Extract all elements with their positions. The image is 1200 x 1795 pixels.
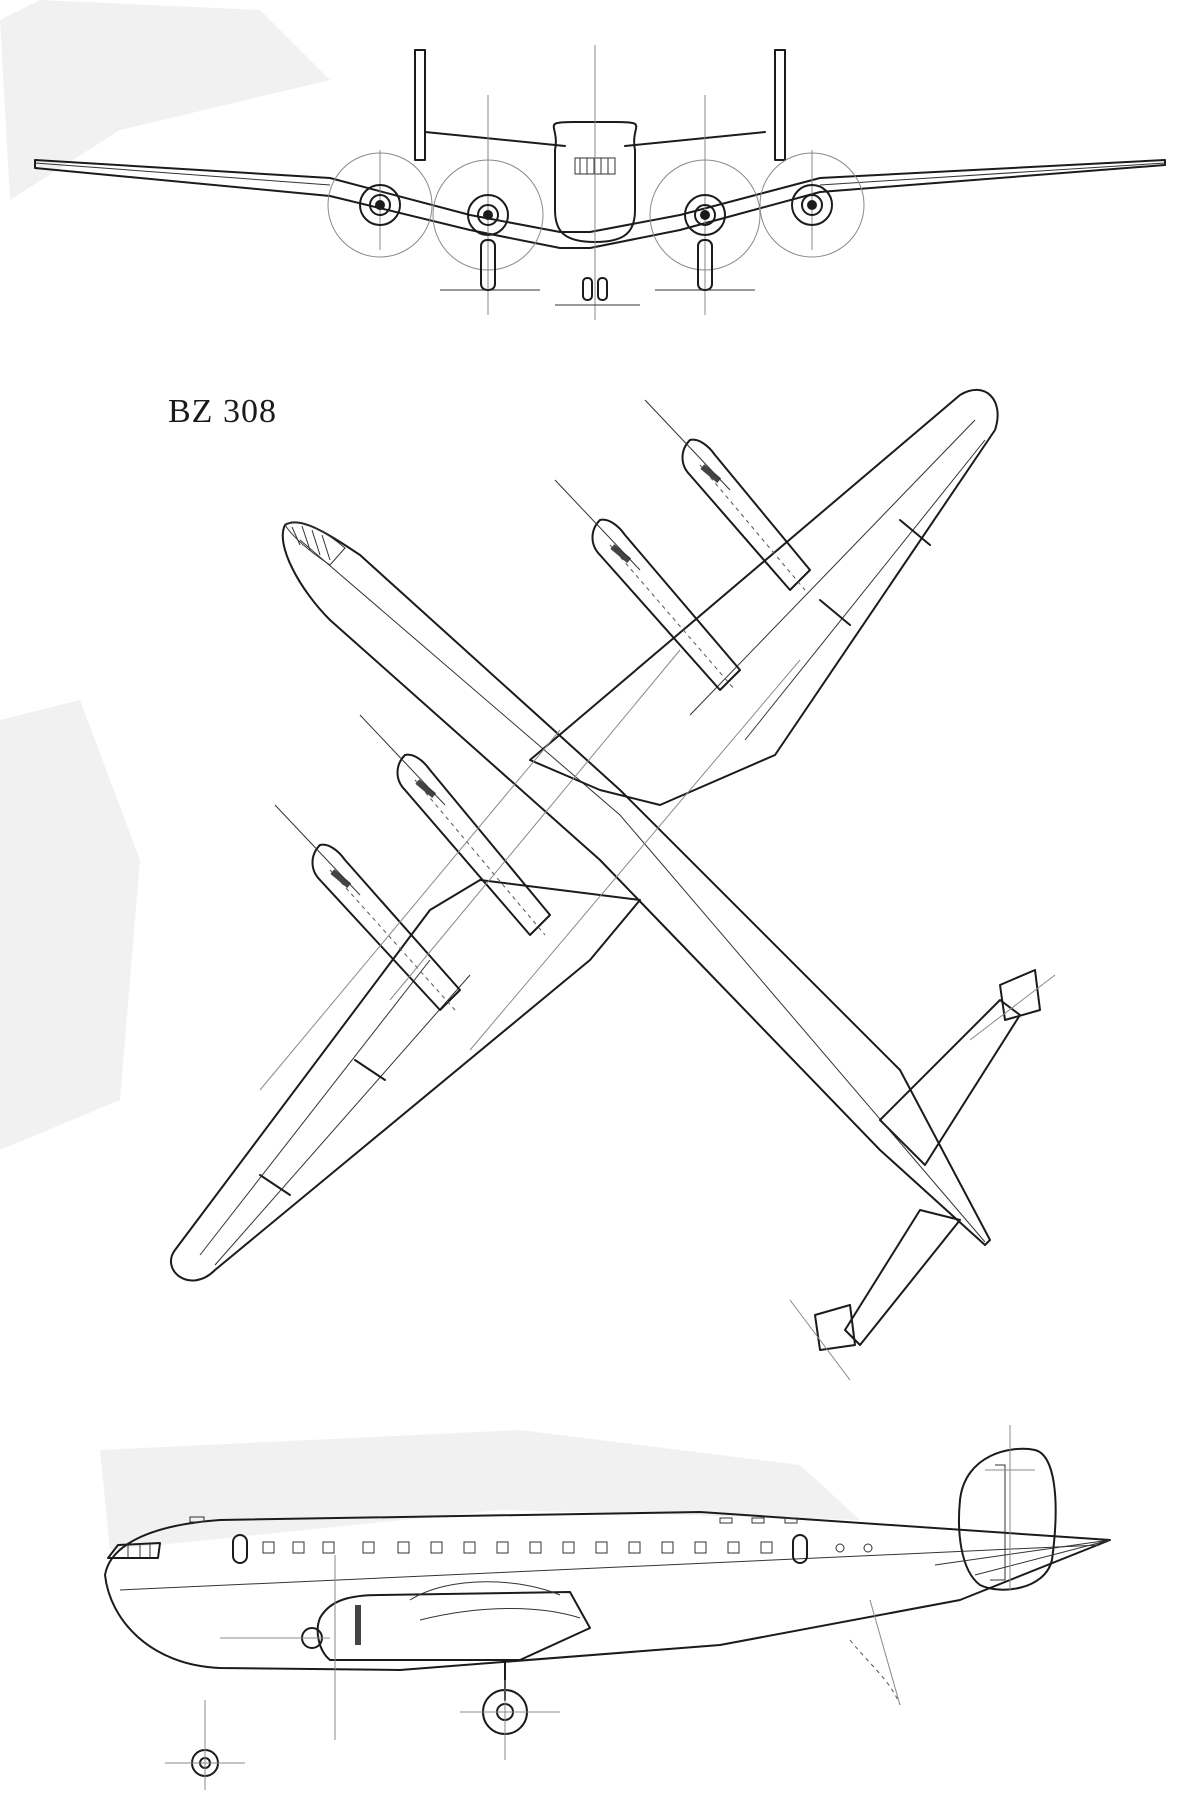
front-nose-gear-r: [597, 277, 608, 301]
front-engine-1: [359, 184, 401, 226]
front-prop-disc-2: [432, 159, 544, 271]
front-view: [0, 0, 1200, 330]
side-tail-clearance: [849, 1639, 901, 1706]
front-engine-2: [467, 194, 509, 236]
side-cockpit-window: [107, 1542, 161, 1559]
plan-view-svg: [0, 389, 1056, 1380]
front-engine-4: [791, 184, 833, 226]
side-main-gear: [460, 1659, 560, 1760]
side-engine-nacelle: [316, 1591, 591, 1661]
side-fin: [958, 1447, 1057, 1591]
side-tailplane: [934, 1539, 1111, 1576]
side-cabin-windows: [189, 1516, 873, 1554]
front-view-svg: [0, 0, 1166, 320]
plan-view: [0, 330, 1200, 1380]
plan-fin-right: [999, 969, 1041, 1021]
side-front-door: [232, 1534, 248, 1564]
plan-aileron-lower: [259, 1059, 386, 1196]
front-wing-line-r: [819, 162, 1166, 186]
plan-engine-1: [274, 804, 461, 1011]
paper-wash: [0, 0, 330, 200]
plan-aileron-upper: [819, 519, 931, 626]
front-fin-right: [774, 49, 786, 161]
front-fin-left: [414, 49, 426, 161]
side-nose-gear: [165, 1700, 245, 1790]
designation-label: BZ 308: [168, 393, 277, 430]
plan-fuselage-line: [299, 539, 986, 1243]
plan-engine-2: [359, 714, 551, 936]
front-tailplane: [424, 131, 766, 147]
plan-engine-3: [554, 479, 741, 691]
side-rear-door: [792, 1534, 808, 1564]
plan-tailplane: [844, 999, 1021, 1346]
front-prop-disc-3: [649, 159, 761, 271]
front-wing-line-l: [34, 162, 331, 186]
plan-fuselage: [281, 521, 991, 1246]
front-wing: [34, 159, 1166, 249]
paper-wash-left: [0, 700, 140, 1150]
side-view-svg: [100, 1425, 1111, 1790]
front-engine-3: [684, 194, 726, 236]
front-nose-gear-l: [582, 277, 593, 301]
paper-wash-side: [100, 1430, 860, 1550]
plan-fin-left: [814, 1304, 856, 1351]
side-view: [0, 1380, 1200, 1795]
side-wing-root: [409, 1581, 561, 1601]
front-prop-disc-4: [759, 152, 865, 258]
plan-engine-4: [644, 399, 811, 591]
plan-wing-lower: [170, 879, 641, 1282]
front-prop-disc-1: [327, 152, 433, 258]
plan-wing-upper: [529, 389, 999, 806]
